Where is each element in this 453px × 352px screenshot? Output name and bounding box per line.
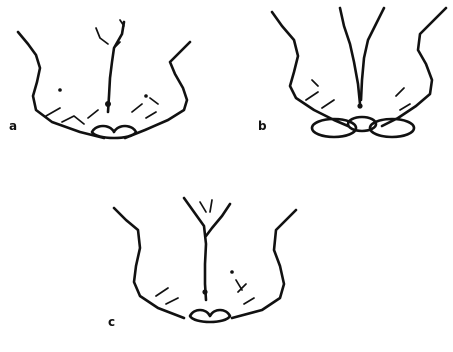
panel-a-center-branch bbox=[108, 22, 124, 112]
panel-a-drawing bbox=[18, 20, 190, 138]
panel-a-side-branch bbox=[96, 20, 124, 48]
panel-c-bottom-loops bbox=[190, 310, 230, 322]
panel-c-right-branch bbox=[206, 204, 230, 236]
panel-c-center-branch bbox=[184, 198, 206, 300]
panel-c-right-outline bbox=[232, 210, 296, 318]
panel-c-node bbox=[202, 289, 207, 294]
panel-b-center-branch-right bbox=[361, 8, 384, 100]
panel-a-bottom-loops bbox=[92, 126, 136, 138]
panel-a-left-outline bbox=[18, 32, 104, 138]
panel-b-right-outline bbox=[382, 8, 446, 126]
panel-b-label: b bbox=[258, 120, 267, 132]
panel-a-label: a bbox=[9, 120, 17, 132]
panel-a-dot bbox=[144, 94, 148, 98]
panel-b-center-branch-left bbox=[340, 8, 360, 104]
panel-a-node bbox=[105, 101, 111, 107]
panel-a-right-outline bbox=[125, 42, 190, 138]
panel-c-drawing bbox=[114, 198, 296, 322]
panel-b-drawing bbox=[272, 8, 446, 137]
panel-c-label: c bbox=[108, 316, 115, 328]
panel-b-left-outline bbox=[272, 12, 348, 126]
panel-c-fork bbox=[200, 200, 212, 212]
panel-c-left-outline bbox=[114, 208, 184, 318]
panel-c-dot bbox=[230, 270, 234, 274]
panel-a-lower-strokes bbox=[46, 98, 158, 124]
panel-b-node bbox=[357, 103, 362, 108]
panel-a-dot bbox=[58, 88, 62, 92]
